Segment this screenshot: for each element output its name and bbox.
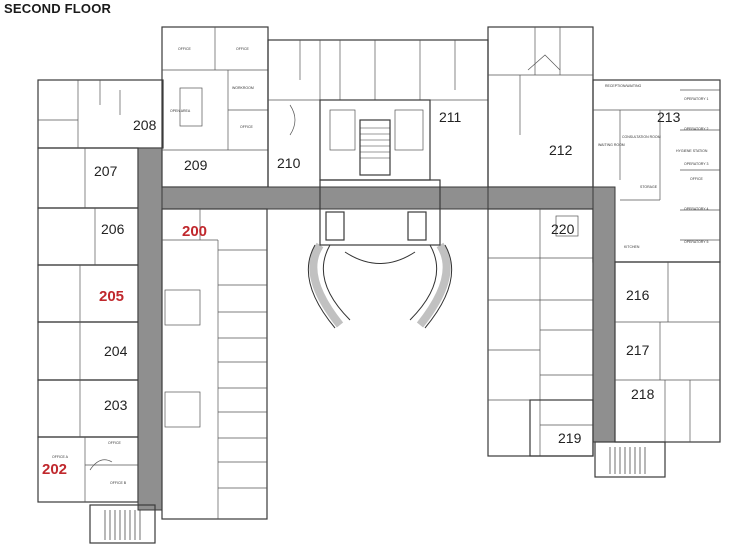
room-label-205: 205 (99, 288, 124, 305)
room-label-209: 209 (184, 157, 208, 173)
grand-stair (307, 242, 453, 329)
east-wing (487, 26, 721, 478)
label-kitchen: KITCHEN (624, 245, 640, 249)
suite-200 (161, 208, 268, 520)
north-corridor (161, 186, 493, 210)
restroom-east (394, 109, 424, 151)
room-207[interactable] (37, 147, 139, 209)
label-operatory-3: OPERATORY 3 (684, 162, 708, 166)
label-operatory-5: OPERATORY 5 (684, 240, 708, 244)
north-wing (161, 26, 493, 246)
room-label-200: 200 (182, 223, 207, 240)
room-label-211: 211 (439, 109, 462, 125)
floor-title: SECOND FLOOR (4, 1, 112, 16)
room-label-217: 217 (626, 342, 650, 358)
label-office-213: OFFICE (690, 177, 703, 181)
central-stairs (359, 119, 391, 176)
west-stairs (89, 504, 156, 544)
room-label-203: 203 (104, 397, 128, 413)
label-open-area: OPEN AREA (170, 109, 191, 113)
label-office-b: OFFICE (236, 47, 249, 51)
east-office-block (487, 208, 594, 457)
room-label-204: 204 (104, 343, 128, 359)
room-label-220: 220 (551, 221, 575, 237)
east-corridor (592, 186, 616, 443)
room-label-212: 212 (549, 142, 573, 158)
room-label-206: 206 (101, 221, 125, 237)
west-wing (37, 79, 164, 544)
label-operatory-4: OPERATORY 4 (684, 207, 708, 211)
label-consultation: CONSULTATION ROOM (622, 135, 661, 139)
elevator-east (407, 211, 427, 241)
room-212[interactable] (487, 26, 594, 188)
small-labels: OFFICE OFFICE OPEN AREA WORKROOM OFFICE … (52, 47, 708, 485)
room-label-213: 213 (657, 109, 681, 125)
label-waiting: WAITING ROOM (598, 143, 625, 147)
room-label-202: 202 (42, 461, 67, 478)
room-labels: 208 207 206 205 204 203 202 209 210 211 … (42, 109, 681, 478)
elevator-west (325, 211, 345, 241)
label-operatory-2: OPERATORY 2 (684, 127, 708, 131)
label-storage: STORAGE (640, 185, 658, 189)
room-219[interactable] (529, 399, 594, 457)
label-hygiene: HYGIENE STATION (676, 149, 708, 153)
room-label-207: 207 (94, 163, 118, 179)
label-workroom: WORKROOM (232, 86, 254, 90)
label-office-a: OFFICE (178, 47, 191, 51)
label-office-202a: OFFICE A (52, 455, 69, 459)
atrium (319, 179, 441, 246)
west-corridor (137, 147, 163, 511)
room-label-219: 219 (558, 430, 582, 446)
room-200[interactable] (161, 208, 268, 520)
room-label-208: 208 (133, 117, 157, 133)
label-office-202c: OFFICE (108, 441, 121, 445)
label-office-c: OFFICE (240, 125, 253, 129)
room-label-216: 216 (626, 287, 650, 303)
east-suites (614, 261, 721, 443)
label-office-202b: OFFICE B (110, 481, 127, 485)
label-reception: RECEPTION/WAITING (605, 84, 642, 88)
label-operatory-1: OPERATORY 1 (684, 97, 708, 101)
east-stairs (594, 441, 666, 478)
room-label-210: 210 (277, 155, 301, 171)
east-connector (487, 186, 594, 210)
room-label-218: 218 (631, 386, 655, 402)
room-208[interactable] (37, 79, 164, 149)
restroom-west (329, 109, 356, 151)
